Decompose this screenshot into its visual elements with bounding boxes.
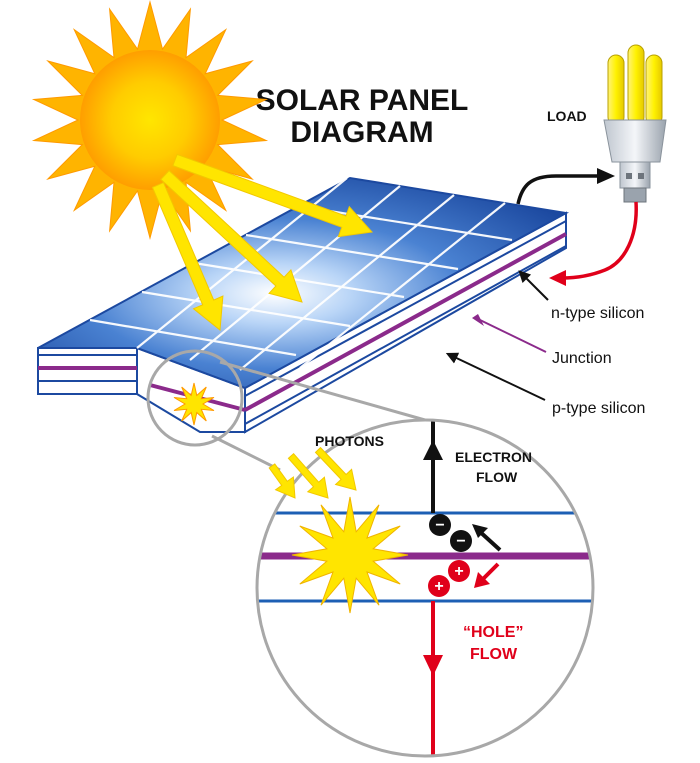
wire-positive — [561, 201, 638, 280]
wire-negative-arrowhead — [597, 168, 615, 184]
wire-negative — [516, 174, 600, 205]
magnified-view — [255, 418, 595, 758]
junction-label: Junction — [552, 350, 612, 367]
photon-burst-icon — [291, 496, 409, 614]
electron-flow-arrowhead — [423, 440, 443, 460]
electron-icon: − — [429, 514, 451, 536]
sunlight-arrow-2 — [160, 169, 303, 303]
junction-stripe-right — [244, 232, 567, 412]
hole-flow-label-line1: “HOLE” — [463, 624, 523, 641]
electron-flow-label-line1: ELECTRON — [455, 449, 532, 465]
photon-star-icon — [173, 382, 215, 426]
photon-arrow-2 — [287, 452, 329, 499]
sun-icon — [31, 0, 269, 240]
panel-cell-grid — [89, 177, 513, 371]
p-type-pointer — [445, 352, 546, 401]
sunlight-arrows — [151, 153, 373, 331]
title-line-2: DIAGRAM — [290, 116, 433, 149]
svg-text:−: − — [435, 517, 444, 534]
photon-arrows — [268, 446, 357, 499]
wire-positive-arrowhead — [549, 270, 566, 286]
svg-text:+: + — [434, 578, 443, 595]
title-line-1: SOLAR PANEL — [256, 84, 469, 117]
hole-icon: + — [428, 575, 450, 597]
hole-flow-label-line2: FLOW — [470, 646, 518, 663]
hole-icon: + — [448, 560, 470, 582]
n-type-pointer — [518, 270, 549, 301]
svg-text:−: − — [456, 533, 465, 550]
diagram-title: SOLAR PANEL DIAGRAM — [256, 84, 469, 149]
zoom-source-circle — [146, 349, 244, 447]
load-label: LOAD — [547, 108, 587, 124]
sunlight-arrow-1 — [172, 153, 373, 238]
solar-panel — [37, 176, 570, 434]
electron-flow-label-line2: FLOW — [476, 469, 518, 485]
magnifier-connectors — [211, 360, 426, 472]
light-bulb-icon — [603, 44, 667, 203]
svg-text:+: + — [454, 563, 463, 580]
p-type-label: p-type silicon — [552, 400, 645, 417]
sunlight-arrow-3 — [151, 181, 224, 331]
photon-arrow-1 — [268, 463, 296, 499]
photon-arrow-3 — [314, 446, 357, 491]
hole-flow-arrowhead — [423, 655, 443, 676]
photons-label: PHOTONS — [315, 433, 384, 449]
electron-icon: − — [450, 530, 472, 552]
n-type-label: n-type silicon — [551, 305, 644, 322]
junction-pointer — [479, 319, 547, 353]
